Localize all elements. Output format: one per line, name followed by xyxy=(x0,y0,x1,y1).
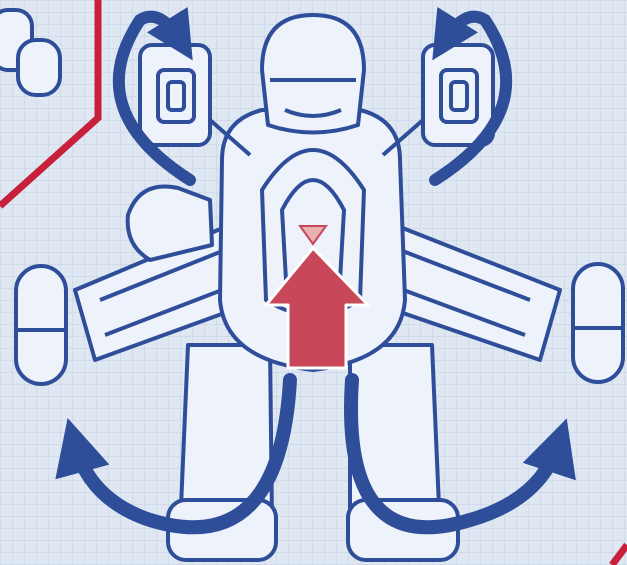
left-rocket xyxy=(14,264,68,386)
neighbor-hand xyxy=(0,8,62,97)
frame-line-left xyxy=(0,0,102,209)
frame-line-right xyxy=(609,542,627,565)
right-shoulder-pack xyxy=(381,43,495,157)
curved-arrow-icon xyxy=(344,373,576,535)
right-rocket xyxy=(571,262,625,384)
curved-arrow-icon xyxy=(55,373,297,535)
up-arrow-icon xyxy=(264,246,370,370)
left-shoulder-pack xyxy=(138,43,252,157)
left-fist xyxy=(125,184,214,262)
curved-arrow-icon xyxy=(112,6,196,186)
robot-head xyxy=(260,13,366,135)
back-gem xyxy=(298,225,328,246)
curved-arrow-icon xyxy=(429,6,513,186)
